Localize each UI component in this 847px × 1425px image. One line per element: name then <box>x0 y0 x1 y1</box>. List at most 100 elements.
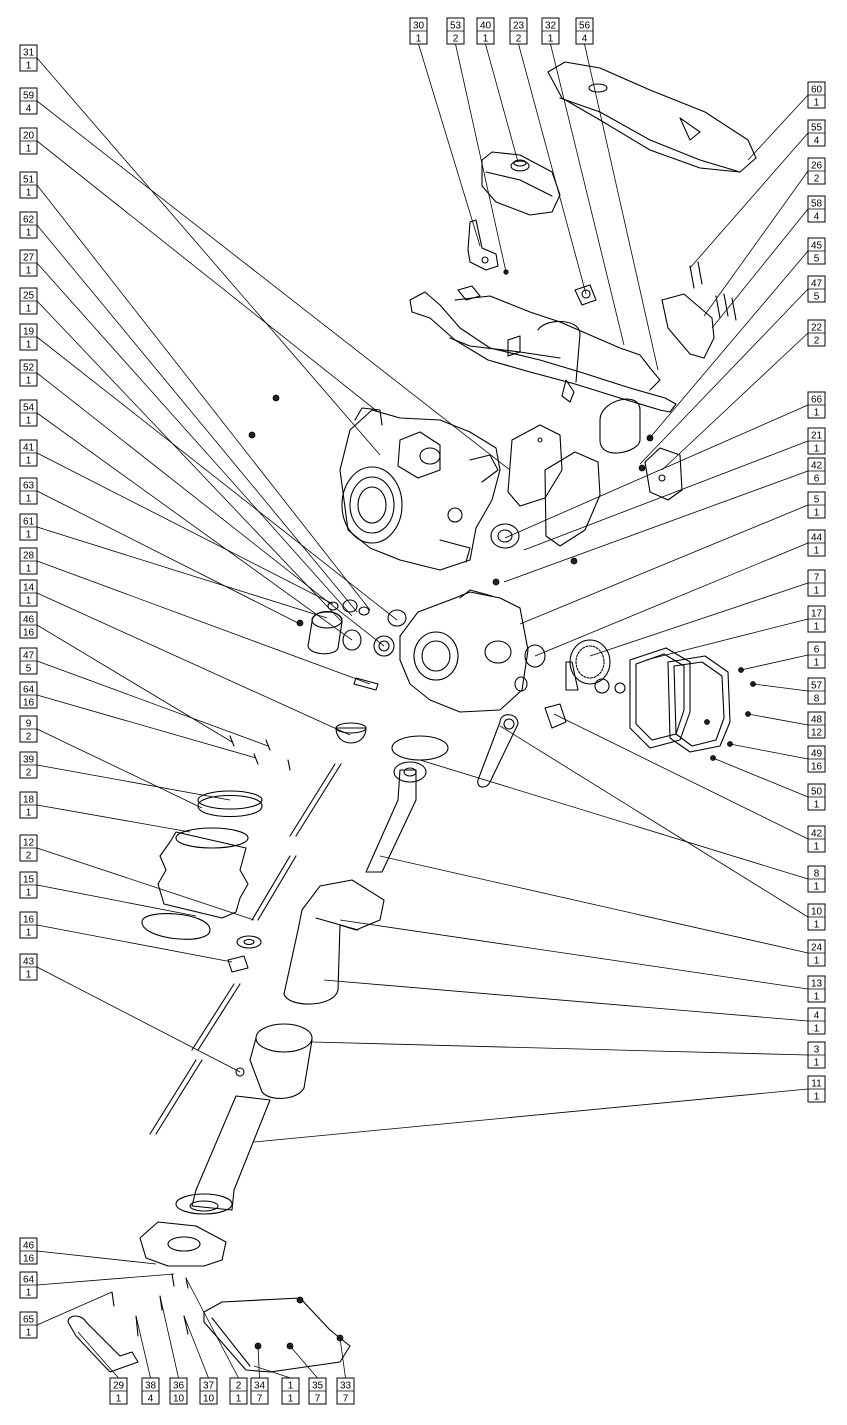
leader-line-38 <box>135 1315 151 1379</box>
callout-part-number: 42 <box>811 461 823 472</box>
leader-line-11 <box>253 1088 809 1143</box>
leader-line-26 <box>703 170 809 317</box>
callout-quantity: 1 <box>814 800 820 811</box>
callout-part-34: 347 <box>250 1377 269 1405</box>
callout-part-number: 6 <box>814 645 820 656</box>
callout-part-65: 651 <box>19 1311 38 1339</box>
callout-part-33: 337 <box>336 1377 355 1405</box>
callout-quantity: 1 <box>236 1394 242 1405</box>
part-engine-flywheel <box>341 466 403 544</box>
callout-quantity: 1 <box>26 266 32 277</box>
callout-part-number: 29 <box>113 1381 125 1392</box>
leader-line-44 <box>534 542 809 657</box>
callout-part-42: 426 <box>807 457 826 485</box>
part-springs <box>149 763 342 1135</box>
callout-quantity: 5 <box>814 292 820 303</box>
part-throttle-lever <box>467 219 499 271</box>
leader-line-63 <box>36 490 301 625</box>
callout-part-31: 311 <box>19 44 38 72</box>
callout-part-number: 64 <box>23 1275 35 1286</box>
callout-part-13: 131 <box>807 975 826 1003</box>
callout-part-27: 271 <box>19 249 38 277</box>
leader-line-66 <box>504 404 809 539</box>
callout-quantity: 1 <box>814 920 820 931</box>
callout-part-number: 30 <box>413 21 425 32</box>
leader-line-18 <box>36 804 191 833</box>
callout-part-10: 101 <box>807 903 826 931</box>
callout-part-number: 24 <box>811 943 823 954</box>
callout-quantity: 1 <box>483 34 489 45</box>
callout-part-16: 161 <box>19 911 38 939</box>
leader-line-13 <box>339 919 809 990</box>
leader-line-24 <box>379 855 809 954</box>
callout-quantity: 1 <box>26 596 32 607</box>
callout-part-number: 22 <box>811 323 823 334</box>
callout-quantity: 2 <box>453 34 459 45</box>
leader-line-60 <box>747 94 809 161</box>
callout-part-66: 661 <box>807 391 826 419</box>
callout-part-number: 52 <box>23 363 35 374</box>
callout-part-number: 45 <box>811 241 823 252</box>
callout-part-number: 23 <box>513 21 525 32</box>
callout-part-number: 19 <box>23 327 35 338</box>
callout-quantity: 1 <box>26 456 32 467</box>
callout-part-40: 401 <box>476 17 495 45</box>
callout-labels: 3115942015116212712511915215414116316112… <box>19 17 826 1405</box>
callout-part-number: 10 <box>811 907 823 918</box>
callout-part-number: 36 <box>173 1381 185 1392</box>
callout-quantity: 16 <box>23 628 35 639</box>
callout-part-number: 13 <box>811 979 823 990</box>
callout-part-number: 56 <box>579 21 591 32</box>
callout-part-number: 7 <box>814 573 820 584</box>
callout-part-1: 11 <box>281 1377 300 1405</box>
part-crankcase <box>399 591 529 713</box>
leader-line-15 <box>36 884 197 917</box>
leader-line-34 <box>257 1345 260 1379</box>
callout-part-28: 281 <box>19 547 38 575</box>
callout-quantity: 1 <box>26 888 32 899</box>
leader-line-23 <box>518 43 587 295</box>
callout-part-number: 49 <box>811 749 823 760</box>
callout-part-56: 564 <box>575 17 594 45</box>
callout-quantity: 1 <box>26 340 32 351</box>
part-connecting-rod <box>477 714 519 788</box>
callout-part-number: 18 <box>23 795 35 806</box>
leader-line-55 <box>689 132 809 269</box>
leader-line-21 <box>523 440 809 551</box>
callout-part-25: 251 <box>19 287 38 315</box>
leader-line-27 <box>36 262 353 617</box>
leader-line-9 <box>36 728 203 809</box>
callout-part-number: 51 <box>23 175 35 186</box>
callout-part-number: 2 <box>236 1381 242 1392</box>
leader-line-41 <box>36 452 334 605</box>
callout-quantity: 1 <box>814 1058 820 1069</box>
callout-quantity: 1 <box>26 304 32 315</box>
callout-part-39: 392 <box>19 751 38 779</box>
callout-part-23: 232 <box>509 17 528 45</box>
part-base-plate <box>203 1297 351 1373</box>
callout-part-11: 111 <box>807 1075 826 1103</box>
callout-part-number: 33 <box>340 1381 352 1392</box>
callout-quantity: 1 <box>26 494 32 505</box>
leader-line-51 <box>36 184 371 611</box>
leader-line-28 <box>36 560 371 685</box>
leader-line-37 <box>183 1315 209 1379</box>
part-o-ring <box>391 735 449 761</box>
callout-part-number: 47 <box>23 651 35 662</box>
callout-quantity: 10 <box>203 1394 215 1405</box>
part-belt-cover <box>507 424 563 507</box>
callout-part-58: 584 <box>807 195 826 223</box>
callout-part-22: 222 <box>807 319 826 347</box>
callout-part-8: 81 <box>807 865 826 893</box>
callout-part-number: 46 <box>23 1241 35 1252</box>
leader-line-2 <box>185 1277 239 1379</box>
callout-part-number: 16 <box>23 915 35 926</box>
callout-part-number: 58 <box>811 199 823 210</box>
callout-part-64: 641 <box>19 1271 38 1299</box>
callout-quantity: 4 <box>582 34 588 45</box>
leader-line-1 <box>253 1365 291 1379</box>
callout-part-29: 291 <box>109 1377 128 1405</box>
